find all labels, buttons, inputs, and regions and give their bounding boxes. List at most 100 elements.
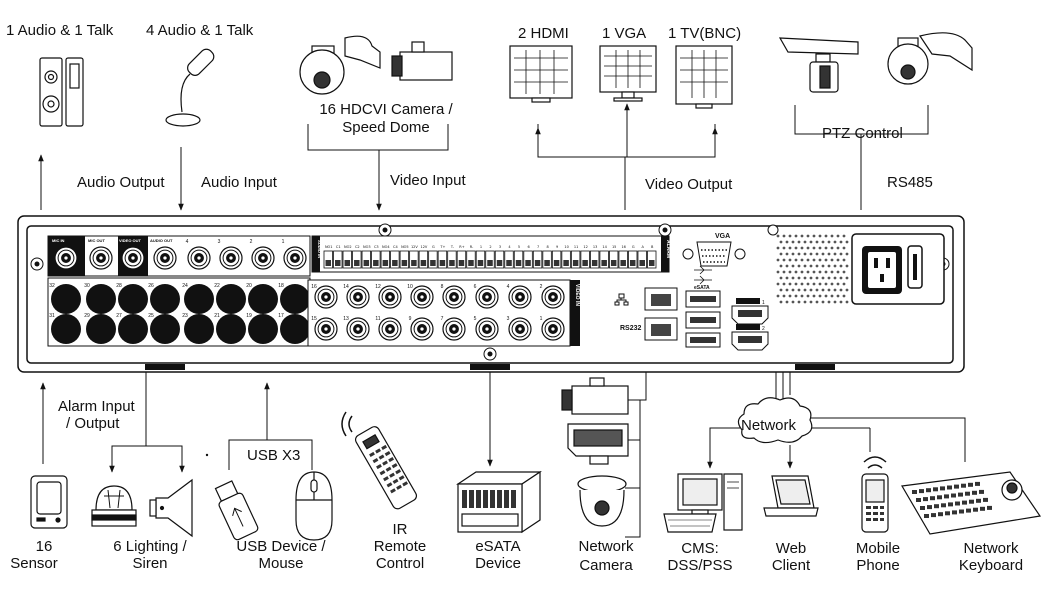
usb-port-1[interactable] xyxy=(685,290,721,308)
terminal-6[interactable] xyxy=(523,250,533,269)
video-in-bnc-9[interactable] xyxy=(410,317,434,341)
terminal-NO1[interactable] xyxy=(323,250,333,269)
audio-out-bnc[interactable] xyxy=(153,246,177,270)
terminal-7[interactable] xyxy=(532,250,543,269)
terminal-T+[interactable] xyxy=(437,250,448,269)
terminal-B[interactable] xyxy=(647,250,657,269)
mobile-phone-icon xyxy=(861,456,889,533)
video-in-port-number: 16 xyxy=(311,284,317,290)
terminal-NO5[interactable] xyxy=(399,250,410,269)
terminal-C4[interactable] xyxy=(390,250,400,269)
terminal-label: B xyxy=(651,245,654,249)
video-in-port-number: 10 xyxy=(407,284,413,290)
blank-port-number: 29 xyxy=(84,313,90,319)
vga-port-label: VGA xyxy=(715,233,730,240)
audio-in-bnc-1[interactable] xyxy=(283,246,307,270)
terminal-C1[interactable] xyxy=(333,250,343,269)
esata-port[interactable] xyxy=(685,332,721,348)
terminal-label: 10 xyxy=(564,245,568,249)
video-in-bnc-10[interactable] xyxy=(410,285,434,309)
terminal-13[interactable] xyxy=(590,250,600,269)
video-in-bnc-14[interactable] xyxy=(346,285,370,309)
lighting-label-line2: Siren xyxy=(132,555,168,572)
video-in-bnc-2[interactable] xyxy=(541,285,565,309)
audio-in-port-number: 4 xyxy=(186,239,189,245)
terminal-label: 3 xyxy=(499,245,501,249)
video-in-bnc-3[interactable] xyxy=(508,317,532,341)
vga-monitor-icon xyxy=(599,45,657,102)
terminal-NO4[interactable] xyxy=(380,250,391,269)
hdmi-port-1[interactable] xyxy=(731,305,769,325)
terminal-R-[interactable] xyxy=(466,250,476,269)
terminal-4[interactable] xyxy=(504,250,514,269)
ir-remote-label-line1: IR xyxy=(392,521,408,538)
video-in-bnc-15[interactable] xyxy=(314,317,338,341)
blank-port-26 xyxy=(150,284,180,314)
network-icon xyxy=(614,293,629,306)
video-in-bnc-6[interactable] xyxy=(475,285,499,309)
terminal-G[interactable] xyxy=(628,250,638,269)
terminal-1[interactable] xyxy=(475,250,486,269)
blank-port-19 xyxy=(248,314,278,344)
terminal-15[interactable] xyxy=(609,250,619,269)
power-socket[interactable] xyxy=(851,233,945,305)
siren-horn-icon xyxy=(149,478,193,538)
vga-port[interactable] xyxy=(682,241,746,267)
video-in-bnc-5[interactable] xyxy=(475,317,499,341)
terminal-label: C3 xyxy=(374,245,379,249)
blank-port-number: 26 xyxy=(148,283,154,289)
video-in-bnc-1[interactable] xyxy=(541,317,565,341)
terminal-12V[interactable] xyxy=(409,250,419,269)
mic-out-bnc[interactable] xyxy=(89,246,113,270)
video-out-bnc[interactable] xyxy=(121,246,145,270)
terminal-NO2[interactable] xyxy=(342,250,352,269)
video-in-port-number: 1 xyxy=(540,316,543,322)
terminal-label: 12V xyxy=(411,245,418,249)
terminal-2[interactable] xyxy=(485,250,495,269)
video-in-bnc-16[interactable] xyxy=(314,285,338,309)
terminal-12V[interactable] xyxy=(418,250,429,269)
terminal-label: 14 xyxy=(602,245,607,249)
audio-in-bnc-4[interactable] xyxy=(187,246,211,270)
video-in-bnc-11[interactable] xyxy=(378,317,402,341)
blank-port-number: 30 xyxy=(84,283,90,289)
terminal-A[interactable] xyxy=(637,250,647,269)
terminal-NO3[interactable] xyxy=(361,250,371,269)
box-camera-icon xyxy=(391,41,453,81)
terminal-16[interactable] xyxy=(618,250,628,269)
audio-in-bnc-2[interactable] xyxy=(251,246,275,270)
video-in-port-number: 3 xyxy=(507,316,510,322)
terminal-8[interactable] xyxy=(542,250,552,269)
terminal-10[interactable] xyxy=(561,250,571,269)
audio-in-bnc-3[interactable] xyxy=(219,246,243,270)
terminal-3[interactable] xyxy=(494,250,505,269)
video-in-bnc-12[interactable] xyxy=(378,285,402,309)
terminal-T-[interactable] xyxy=(447,250,457,269)
rs232-port[interactable] xyxy=(644,317,678,341)
video-in-bnc-8[interactable] xyxy=(442,285,466,309)
terminal-5[interactable] xyxy=(513,250,524,269)
blank-port-number: 21 xyxy=(214,313,220,319)
terminal-C2[interactable] xyxy=(352,250,362,269)
terminal-14[interactable] xyxy=(599,250,609,269)
mic-in-bnc[interactable] xyxy=(54,246,78,270)
alarm-block-label: ALARM xyxy=(665,240,671,258)
ethernet-port[interactable] xyxy=(644,287,678,311)
terminal-G[interactable] xyxy=(428,250,438,269)
video-in-bnc-13[interactable] xyxy=(346,317,370,341)
terminal-12[interactable] xyxy=(580,250,590,269)
hdmi-port-2[interactable] xyxy=(731,331,769,351)
usb-port-2[interactable] xyxy=(685,311,721,329)
video-in-bnc-4[interactable] xyxy=(508,285,532,309)
terminal-label: C1 xyxy=(336,245,341,249)
terminal-R+[interactable] xyxy=(456,250,467,269)
video-in-bnc-7[interactable] xyxy=(442,317,466,341)
terminal-11[interactable] xyxy=(570,250,581,269)
terminal-C3[interactable] xyxy=(371,250,381,269)
terminal-9[interactable] xyxy=(551,250,562,269)
